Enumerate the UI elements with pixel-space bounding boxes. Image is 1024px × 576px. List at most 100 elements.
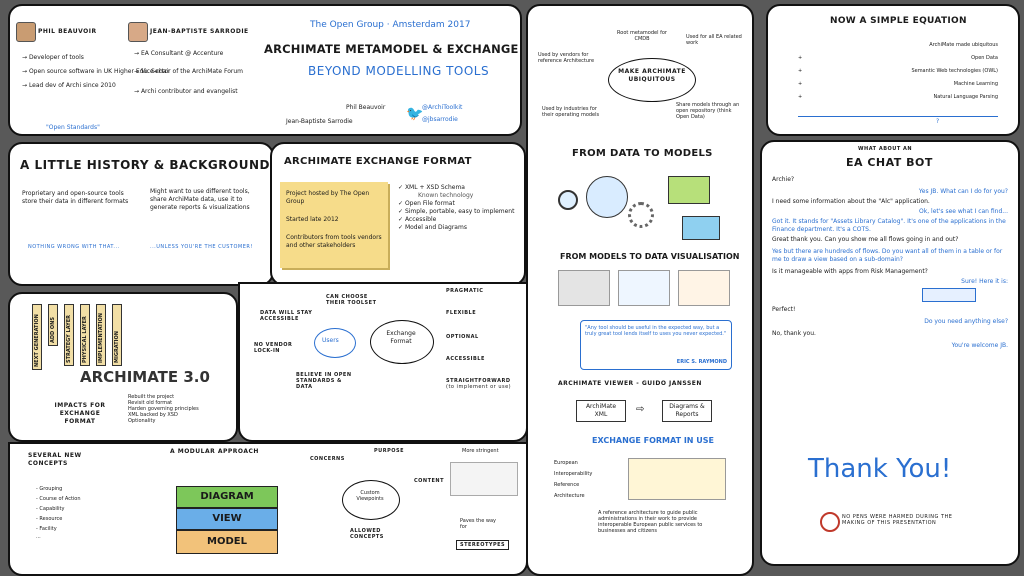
viewer-title: ARCHIMATE VIEWER - GUIDO JANSSEN: [558, 380, 702, 387]
impacts-list: Rebuilt the project Revisit old format H…: [128, 394, 199, 424]
format-quality: PRAGMATIC: [446, 288, 484, 294]
model-diagram-sketch: [682, 216, 720, 240]
chat-message-me: Great thank you. Can you show me all flo…: [772, 236, 959, 243]
viewpoint-aspect: CONCERNS: [310, 456, 345, 462]
concepts-title: SEVERAL NEW CONCEPTS: [28, 452, 82, 467]
concept-item: - Capability: [36, 506, 65, 512]
impact-item: Rebuilt the project: [128, 394, 175, 400]
concept-item: - Resource: [36, 516, 63, 522]
phil-bio-item: → Lead dev of Archi since 2010: [22, 82, 116, 89]
chat-message-me: I need some information about the "Alc" …: [772, 198, 930, 205]
in-use-text: A reference architecture to guide public…: [598, 510, 703, 534]
model-diagram-sketch: [668, 176, 710, 204]
gears-icon: [628, 202, 654, 228]
exchange-panel: ARCHIMATE EXCHANGE FORMAT Project hosted…: [270, 142, 526, 286]
jb-avatar: [128, 22, 148, 42]
history-right-text: Might want to use different tools, share…: [150, 188, 250, 211]
equation-panel: NOW A SIMPLE EQUATION ArchiMate made ubi…: [766, 4, 1020, 136]
format-bubble: [370, 320, 434, 364]
speaker1-name: Phil Beauvoir: [346, 104, 386, 111]
equation-line: +Open Data: [798, 55, 998, 61]
viewpoints-label: Custom Viewpoints: [356, 490, 384, 502]
tag: ADD ONS: [48, 304, 58, 346]
users-benefit: NO VENDOR LOCK-IN: [254, 342, 293, 354]
viewer-input: ArchiMate XML: [576, 400, 626, 422]
magnifier-icon: [558, 190, 578, 210]
quote-author: ERIC S. RAYMOND: [676, 359, 727, 365]
equation-line: ArchiMate made ubiquitous: [929, 42, 998, 48]
impact-item: Harden governing principles: [128, 406, 199, 412]
exchange-title: ARCHIMATE EXCHANGE FORMAT: [284, 156, 472, 167]
sticky-item: Started late 2012: [286, 216, 339, 223]
talk-title-line1: ARCHIMATE METAMODEL & EXCHANGE FORMAT: [264, 42, 520, 56]
impact-item: XML backed by XSD: [128, 412, 178, 418]
ubiquitous-item: Used for all EA related work: [686, 34, 742, 46]
flow-diagram-sketch: [922, 288, 976, 302]
chat-message-bot: Do you need anything else?: [924, 318, 1008, 325]
thank-you: Thank You!: [808, 454, 952, 484]
ubiquitous-item: Used by vendors for reference Architectu…: [538, 52, 595, 64]
tag: PHYSICAL LAYER: [80, 304, 90, 366]
viewpoints-bubble: [342, 480, 400, 520]
eira-screenshot: [628, 458, 726, 500]
stringent-label: More stringent: [462, 448, 499, 454]
equation-line: +Natural Language Parsing: [798, 94, 998, 100]
modular-title: A MODULAR APPROACH: [170, 448, 259, 455]
exchange-bullet: ✓ Accessible: [398, 216, 437, 223]
speaker2-name: Jean-Baptiste Sarrodie: [286, 118, 353, 125]
equation-divider: [798, 116, 998, 117]
ubiquitous-item: Share models through an open repository …: [676, 102, 740, 120]
concepts-list: - Grouping - Course of Action - Capabili…: [36, 486, 81, 540]
in-use-title: EXCHANGE FORMAT IN USE: [592, 436, 714, 445]
layer-diagram: DIAGRAM: [176, 486, 278, 508]
chat-message-bot: Sure! Here it is:: [961, 278, 1008, 285]
tag: MIGRATION: [112, 304, 122, 366]
impacts-label: IMPACTS FOR EXCHANGE FORMAT: [54, 402, 106, 425]
ubiquitous-item: Root metamodel for CMDB: [617, 30, 667, 42]
exchange-bullet: ✓ Model and Diagrams: [398, 224, 467, 231]
data-to-models-title: FROM DATA TO MODELS: [572, 148, 713, 159]
sticky-item: Project hosted by The Open Group: [286, 190, 370, 205]
chat-message-me: Archie?: [772, 176, 795, 183]
no-pens-icon: [820, 512, 840, 532]
concept-item: ...: [36, 534, 41, 540]
exchange-bullet: Known technology: [418, 192, 474, 199]
paves-label: Paves the way for: [460, 518, 496, 530]
stereotypes-tag: STEREOTYPES: [456, 540, 510, 550]
chat-message-bot: Yes JB. What can I do for you?: [918, 188, 1008, 195]
exchange-bullet: ✓ Open File format: [398, 200, 455, 207]
exchange-bullets: ✓ XML + XSD Schema Known technology ✓ Op…: [398, 184, 514, 232]
sticky-note: Project hosted by The Open Group Started…: [280, 182, 388, 268]
history-footer-left: NOTHING WRONG WITH THAT...: [28, 244, 120, 250]
format-label: Exchange Format: [386, 330, 416, 345]
chat-message-bot: Yes but there are hundreds of flows. Do …: [772, 248, 1003, 263]
archimate30-panel: NEXT GENERATION ADD ONS STRATEGY LAYER P…: [8, 292, 238, 442]
chat-message-me: No, thank you.: [772, 330, 816, 337]
history-panel: A LITTLE HISTORY & BACKGROUND... Proprie…: [8, 142, 274, 286]
eira-acronym: European Interoperability Reference Arch…: [554, 460, 592, 499]
models-to-vis-title: FROM MODELS TO DATA VISUALISATION: [560, 252, 740, 261]
users-benefit: CAN CHOOSE THEIR TOOLSET: [326, 294, 377, 306]
tag: NEXT GENERATION: [32, 304, 42, 370]
chatbot-pre-title: WHAT ABOUT AN: [858, 146, 913, 152]
chat-message-bot: Got it. It stands for "Assets Library Ca…: [772, 218, 1006, 233]
format-quality: OPTIONAL: [446, 334, 479, 340]
jb-bio: → EA Consultant @ Accenture → Vice-chair…: [134, 50, 243, 96]
talk-title-line2: BEYOND MODELLING TOOLS: [308, 64, 490, 78]
chat-message-me: Perfect!: [772, 306, 796, 313]
vis-screenshot: [678, 270, 730, 306]
phil-bio-item: → Developer of tools: [22, 54, 84, 61]
users-benefit: BELIEVE IN OPEN STANDARDS & DATA: [296, 372, 352, 390]
sticky-item: Contributors from tools vendors and othe…: [286, 234, 382, 249]
stringent-screenshot: [450, 462, 518, 496]
chat-message-bot: Ok, let's see what I can find...: [919, 208, 1008, 215]
tags-row: NEXT GENERATION ADD ONS STRATEGY LAYER P…: [32, 304, 122, 370]
ubiquitous-item: Used by industries for their operating m…: [542, 106, 600, 118]
title-panel: PHIL BEAUVOIR → Developer of tools → Ope…: [8, 4, 522, 136]
chat-message-bot: You're welcome JB.: [951, 342, 1008, 349]
equation-line: +Machine Learning: [798, 81, 998, 87]
viewpoint-aspect: CONTENT: [414, 478, 445, 484]
jb-bio-item: → Vice-chair of the ArchiMate Forum: [134, 68, 244, 75]
phil-bio-item: → Open source software in UK Higher Edu.…: [22, 68, 171, 75]
